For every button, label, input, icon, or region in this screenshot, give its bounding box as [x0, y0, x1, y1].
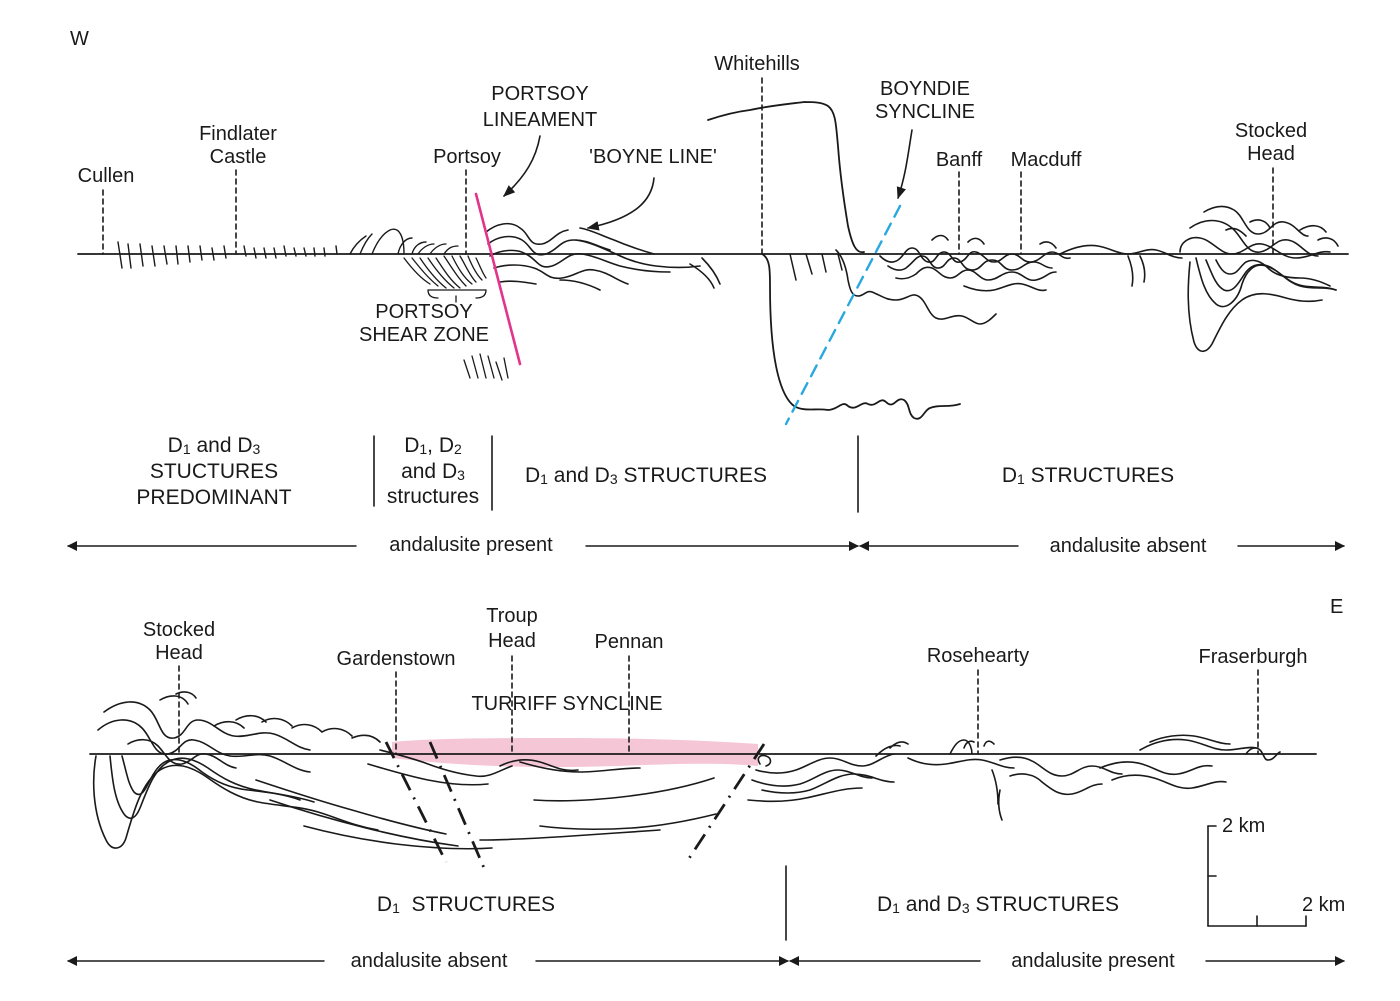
w-banff-folds [879, 234, 1183, 292]
e-rosehearty-folds [907, 734, 1281, 821]
e-zone1-label: D1 STRUCTURES [376, 893, 556, 916]
w-direction-label: W [70, 28, 89, 50]
w-feature-boyndie-syncline-line1: BOYNDIE [879, 78, 971, 100]
e-faults [384, 741, 766, 869]
w-boyndie-arrow [896, 129, 913, 200]
e-place-gardenstown: Gardenstown [336, 648, 456, 670]
e-scale-vertical-label: 2 km [1222, 815, 1266, 837]
e-place-fraserburgh: Fraserburgh [1198, 646, 1308, 668]
e-andalusite-absent-label: andalusite absent [350, 950, 508, 972]
e-place-rosehearty: Rosehearty [926, 645, 1030, 667]
w-place-markers [102, 77, 1274, 255]
w-andalusite-absent-label: andalusite absent [1049, 535, 1207, 557]
e-turriff-syncline-lines [255, 741, 909, 850]
w-place-findlater-line1: Findlater [199, 123, 277, 145]
e-andalusite-present-label: andalusite present [1011, 950, 1175, 972]
w-place-findlater-line2: Castle [209, 146, 267, 168]
w-feature-portsoy-shear-zone-line2: SHEAR ZONE [358, 324, 490, 346]
w-stocked-head-folds [1179, 205, 1339, 353]
e-place-markers [178, 655, 1259, 755]
w-place-whitehills: Whitehills [714, 53, 800, 75]
w-dip-ticks [117, 228, 427, 269]
e-place-pennan: Pennan [594, 631, 664, 653]
w-zone1-label-line1: D1 and D3 [167, 434, 261, 457]
e-place-troup-head-line2: Head [488, 630, 536, 652]
w-zone3-label: D1 and D3 STRUCTURES [525, 464, 767, 487]
w-place-macduff: Macduff [1010, 149, 1082, 171]
w-feature-boyne-line: 'BOYNE LINE' [589, 146, 717, 168]
w-zone2-label-line3: structures [386, 485, 480, 508]
w-feature-portsoy-lineament-line2: LINEAMENT [482, 109, 598, 131]
e-direction-label: E [1330, 596, 1344, 618]
w-feature-portsoy-shear-zone-line1: PORTSOY [375, 301, 473, 323]
w-zone1-label-line2: STUCTURES [149, 460, 279, 483]
w-boyndie-syncline-axis [784, 204, 902, 426]
e-place-stocked-head-line2: Head [155, 642, 203, 664]
w-whitehills-profile [707, 101, 997, 420]
w-place-cullen: Cullen [77, 165, 135, 187]
e-stocked-head-folds [92, 691, 381, 849]
w-lineament-arrow [503, 135, 541, 197]
w-zone2-label-line1: D1, D2 [404, 434, 462, 457]
w-andalusite-present-label: andalusite present [389, 534, 553, 556]
e-turriff-syncline-band [392, 738, 758, 768]
e-feature-turriff-syncline: TURRIFF SYNCLINE [471, 693, 663, 715]
w-zone2-label-line2: and D3 [401, 460, 465, 483]
w-place-stocked-head-line1: Stocked [1234, 120, 1308, 142]
w-place-banff: Banff [935, 149, 983, 171]
w-portsoy-shear-zone [403, 243, 509, 381]
w-place-stocked-head-line2: Head [1247, 143, 1295, 165]
e-zone2-label: D1 and D3 STRUCTURES [877, 893, 1119, 916]
e-place-stocked-head-line1: Stocked [142, 619, 216, 641]
w-zone4-label: D1 STRUCTURES [1001, 464, 1175, 487]
e-place-troup-head-line1: Troup [486, 605, 538, 627]
w-place-portsoy: Portsoy [433, 146, 501, 168]
w-zone1-label-line3: PREDOMINANT [136, 486, 292, 509]
w-portsoy-lineament-line [474, 192, 522, 366]
w-feature-portsoy-lineament-line1: PORTSOY [491, 83, 589, 105]
e-scale-horizontal-label: 2 km [1302, 894, 1346, 916]
w-feature-boyndie-syncline-line2: SYNCLINE [874, 101, 976, 123]
w-portsoy-folds [485, 222, 721, 291]
w-boyne-line-arrow [586, 177, 655, 231]
e-scale-bar [1207, 825, 1307, 927]
